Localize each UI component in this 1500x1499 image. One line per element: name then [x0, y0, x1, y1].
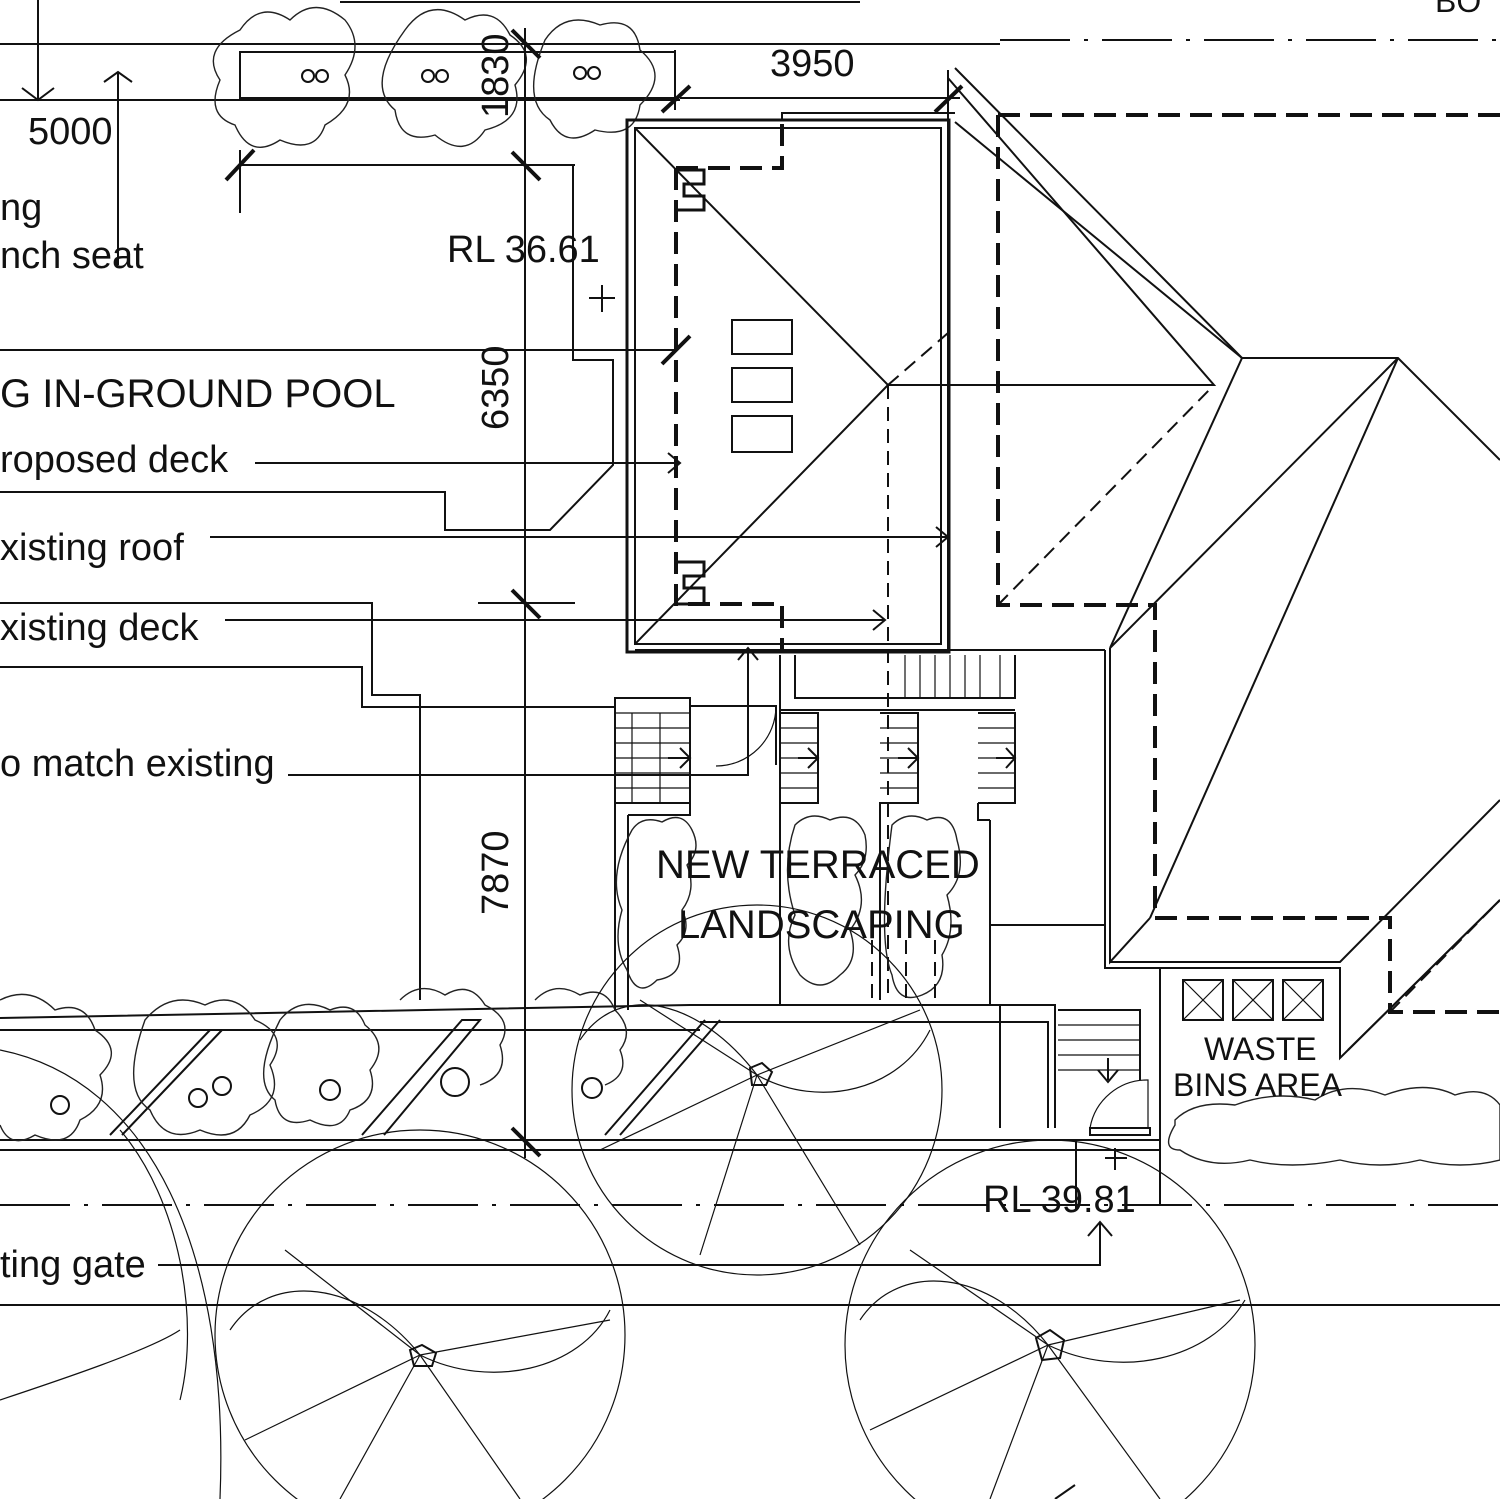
seating-label-line2: nch seat: [0, 235, 144, 277]
dimension-3950: 3950: [770, 43, 855, 85]
proposed-deck-label: roposed deck: [0, 439, 229, 481]
leader-lines: [0, 334, 1127, 1266]
terraced-stairs: [614, 655, 1017, 1010]
street-trees: [0, 904, 1256, 1499]
gate-label: ting gate: [0, 1244, 146, 1286]
match-existing-label: o match existing: [0, 743, 275, 785]
boundary-lines: [0, 1, 1500, 1306]
level-rl-lower: RL 39.81: [983, 1179, 1136, 1221]
lower-garden: [0, 968, 1500, 1205]
terraced-label-line1: NEW TERRACED: [656, 843, 980, 887]
top-planter: [212, 6, 676, 148]
dimension-7870: 7870: [475, 830, 517, 915]
partial-top-label: BO: [1435, 0, 1481, 19]
seating-label-line1: ng: [0, 187, 42, 229]
waste-label-line2: BINS AREA: [1173, 1067, 1343, 1103]
pool-label: G IN-GROUND POOL: [0, 372, 396, 416]
extension-roof: [625, 112, 1105, 1000]
dimension-5000: 5000: [28, 111, 113, 153]
terraced-label-line2: LANDSCAPING: [678, 903, 965, 947]
dimension-6350: 6350: [475, 345, 517, 430]
existing-roof-label: xisting roof: [0, 527, 184, 569]
existing-deck-label: xisting deck: [0, 607, 200, 649]
drawing-text: BO 5000 3950 1830 6350 7870 ng nch seat …: [0, 0, 1481, 1286]
waste-label-line1: WASTE: [1204, 1031, 1317, 1067]
dimension-1830: 1830: [475, 33, 517, 118]
level-rl-upper: RL 36.61: [447, 229, 600, 271]
existing-roof: [888, 67, 1500, 1061]
level-markers: [589, 285, 615, 312]
